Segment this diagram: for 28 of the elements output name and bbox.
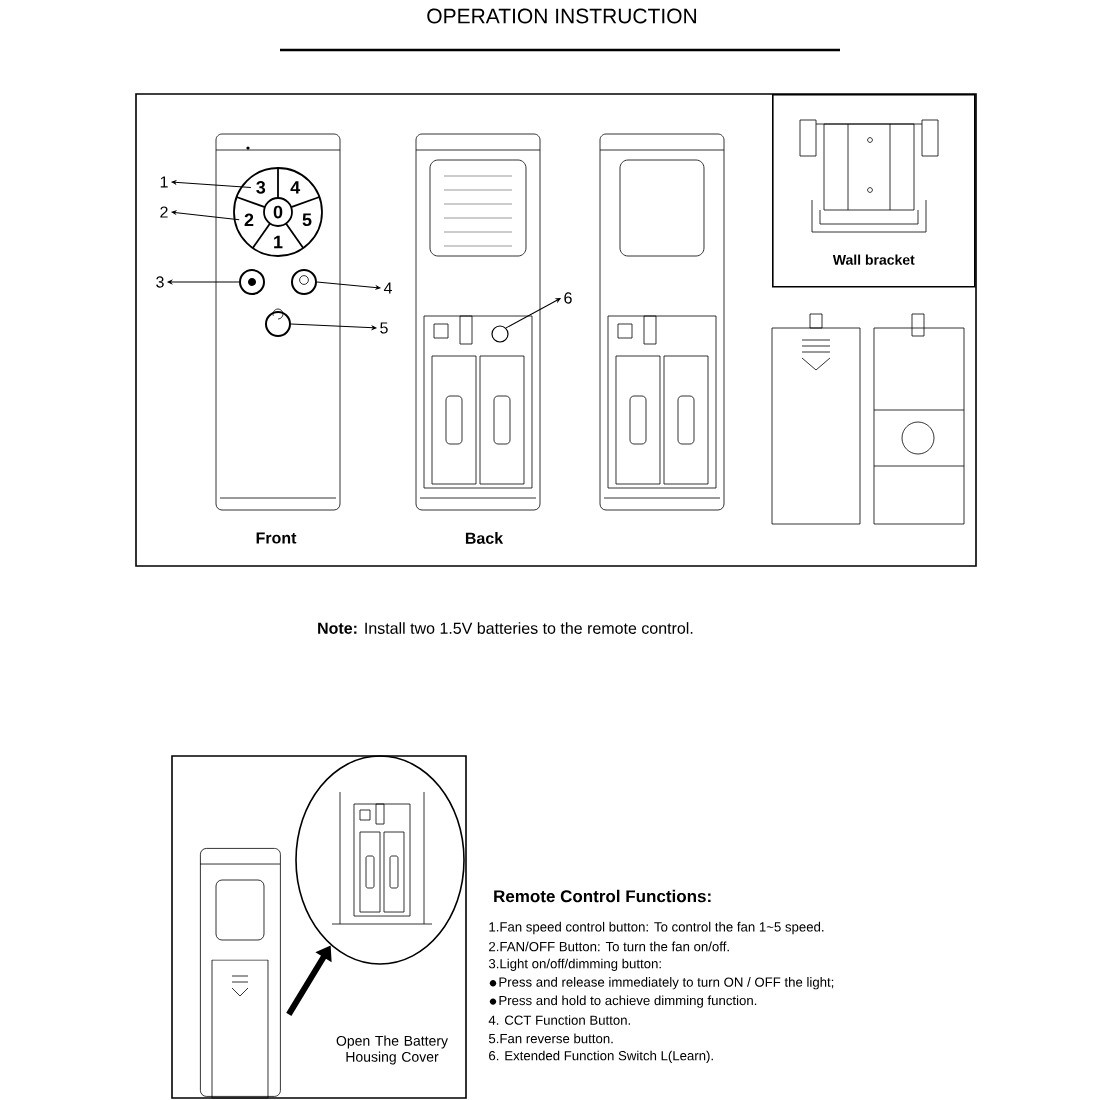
key-label: 5 [302,213,312,227]
callout-number: 1 [160,176,168,188]
leader-line [171,210,240,221]
callout-number: 4 [383,282,392,294]
view-caption: Back [465,532,504,544]
leader-line [171,180,252,188]
round-button [239,269,265,295]
leader-line [167,280,240,284]
callout-number: 3 [156,276,164,288]
key-label: 1 [274,235,283,249]
heading: Remote Control Functions: [494,889,711,903]
view-caption: Front [256,532,297,544]
title: OPERATION INSTRUCTION [427,8,696,24]
magnified-view [295,755,465,965]
key-label: 3 [256,181,266,194]
callout-number: 5 [380,322,388,334]
key-label: 4 [290,181,301,194]
learn-button [491,325,509,343]
round-button [291,269,317,295]
callout-number: 2 [160,206,168,218]
key-label: 0 [273,205,283,219]
leader-line [290,323,377,330]
key-label: 2 [244,213,254,227]
note: Note: Install two 1.5V batteries to the remote control. [318,622,693,634]
callout-number: 6 [564,292,572,304]
round-button [265,308,291,337]
leader-line [316,281,381,290]
remote-drawing [199,848,281,1099]
